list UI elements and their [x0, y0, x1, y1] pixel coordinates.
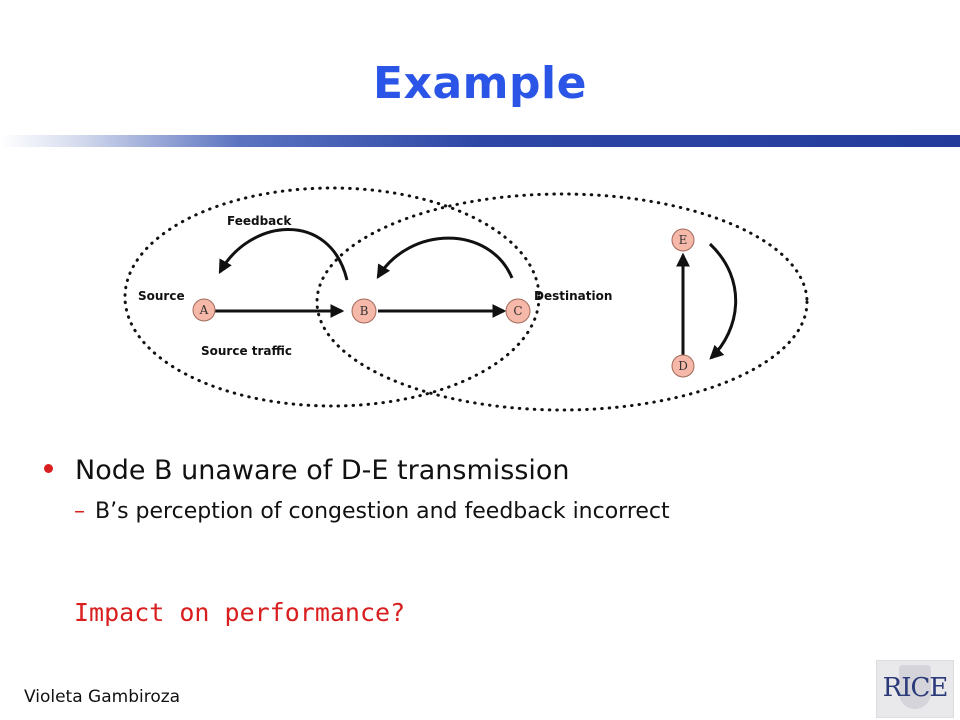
node-b: B — [351, 298, 377, 324]
feedback-arrow-b-a — [218, 228, 349, 281]
node-d: D — [671, 354, 695, 378]
node-a-label: A — [199, 303, 209, 317]
feedback-arrow-e-d — [708, 242, 738, 360]
node-a: A — [192, 298, 216, 322]
feedback-label: Feedback — [227, 214, 292, 228]
node-c-label: C — [513, 304, 522, 318]
author-footer: Violeta Gambiroza — [24, 687, 181, 707]
node-b-label: B — [360, 304, 369, 318]
sub-bullet-text: B’s perception of congestion and feedbac… — [95, 499, 670, 524]
node-c: C — [505, 298, 531, 324]
main-bullet: Node B unaware of D-E transmission — [44, 455, 570, 486]
node-e: E — [671, 228, 695, 252]
source-traffic-label: Source traffic — [201, 344, 292, 358]
performance-question: Impact on performance? — [74, 598, 406, 627]
bullet-dot-icon — [44, 464, 53, 473]
sub-bullet: –B’s perception of congestion and feedba… — [74, 499, 670, 524]
node-d-label: D — [678, 359, 688, 373]
logo-text: RICE — [882, 673, 949, 703]
source-label: Source — [138, 289, 185, 303]
dash-icon: – — [74, 499, 85, 524]
shield-icon — [899, 665, 931, 709]
range-ellipse-left — [123, 186, 541, 408]
feedback-arrow-c-b — [376, 236, 514, 279]
destination-label: Destination — [534, 289, 612, 303]
node-e-label: E — [679, 233, 688, 247]
slide-title: Example — [373, 58, 587, 109]
title-divider — [0, 135, 960, 147]
main-bullet-text: Node B unaware of D-E transmission — [75, 455, 570, 486]
rice-logo: RICE — [876, 660, 954, 718]
range-ellipse-right — [315, 192, 809, 412]
